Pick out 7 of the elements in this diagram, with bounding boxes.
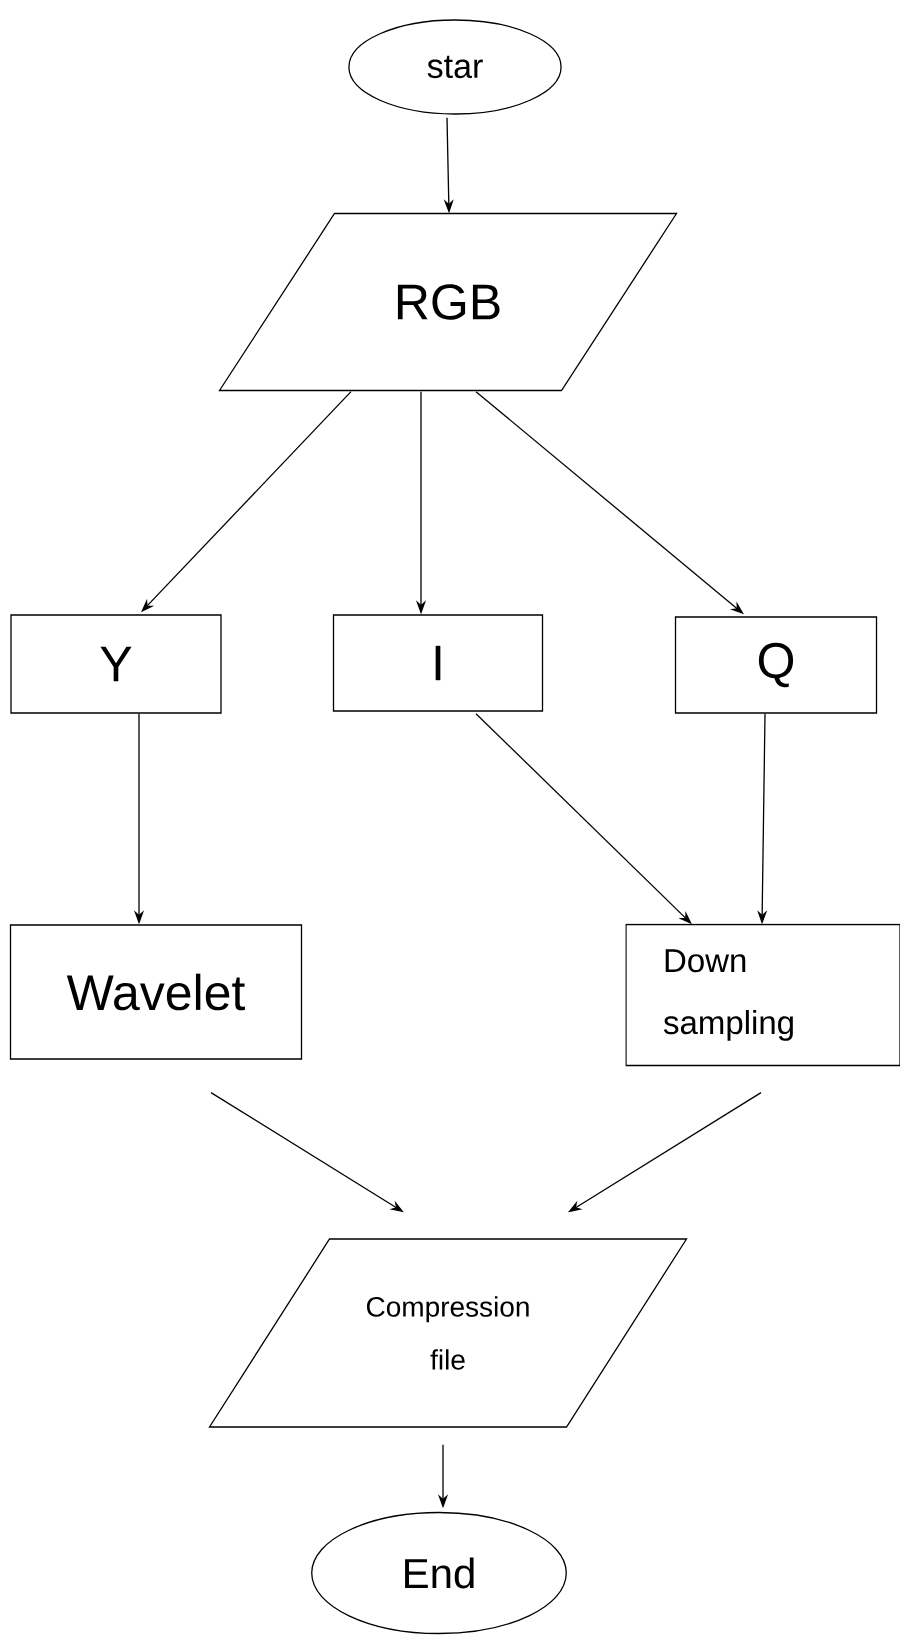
process-box: I: [332, 614, 544, 712]
process-box: Down sampling: [625, 923, 900, 1067]
process-box: Q: [674, 616, 878, 714]
input-parallelogram: RGB: [218, 212, 678, 392]
process-box: Wavelet: [9, 924, 303, 1060]
process-box: Y: [10, 614, 222, 714]
output-parallelogram: Compression file: [208, 1238, 688, 1428]
